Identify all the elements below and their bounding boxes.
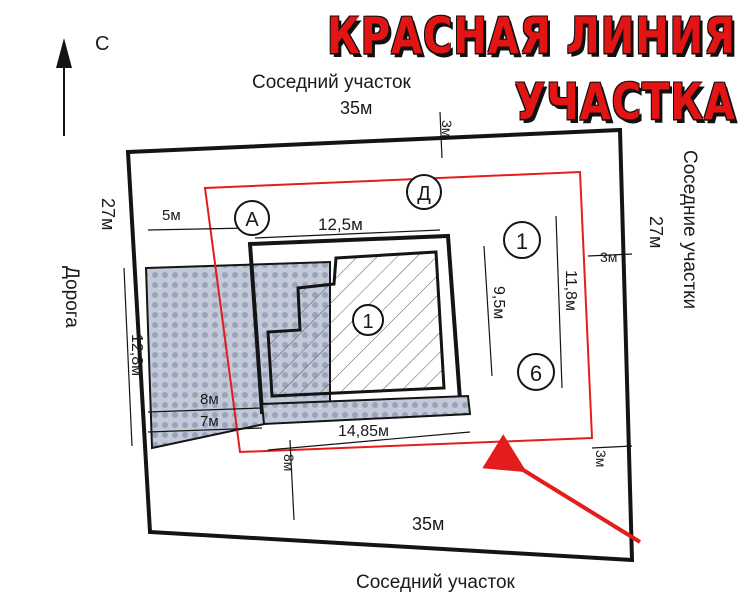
axis-marker-a-label: А [245,209,259,231]
axis-marker-1-label: 1 [516,229,528,254]
neighbor-bottom-label: Соседний участок [356,572,516,593]
axis-marker-d: Д [406,174,442,210]
road-label: Дорога [61,266,82,328]
dim-house-depth-outer: 11,8м [562,270,579,311]
dim-gap-8: 8м [200,391,219,408]
axis-marker-1: 1 [503,221,541,259]
plot-boundary [125,127,635,563]
dim-setback-bottom: 3м [593,450,609,467]
dim-setback-right: 3м [600,249,617,265]
dim-right-depth: 27м [646,216,666,248]
dim-house-depth-inner: 9,5м [490,286,507,319]
dimension-lines [123,111,633,521]
axis-marker-6: 6 [517,353,555,391]
axis-marker-d-label: Д [417,183,431,205]
axis-marker-a: А [234,200,270,236]
dim-house-width-bottom: 14,85м [338,423,389,440]
building-marker-label: 1 [362,311,373,333]
compass-label: С [95,33,109,55]
red-arrow [482,434,642,544]
neighbor-right-label: Соседние участки [679,150,700,309]
driveway-strip [260,394,472,426]
dim-left-depth: 27м [98,198,118,230]
title-line-1: КРАСНАЯ ЛИНИЯ [327,8,736,66]
dim-top-width: 35м [340,98,372,118]
dim-bottom-width: 35м [412,514,444,534]
dim-setback-top: 3м [439,120,455,137]
axis-marker-6-label: 6 [530,361,542,386]
neighbor-top-label: Соседний участок [252,72,412,93]
north-arrow [56,38,72,136]
title-line-2: УЧАСТКА [514,74,736,132]
dim-bottom-8: 8м [281,454,297,471]
building-marker: 1 [352,304,384,336]
dim-setback-left: 5м [162,207,181,224]
dim-house-width-top: 12,5м [318,215,363,234]
red-line-boundary [203,170,594,454]
dim-road-width: 12,8м [128,334,145,376]
dim-gap-7: 7м [200,413,219,430]
